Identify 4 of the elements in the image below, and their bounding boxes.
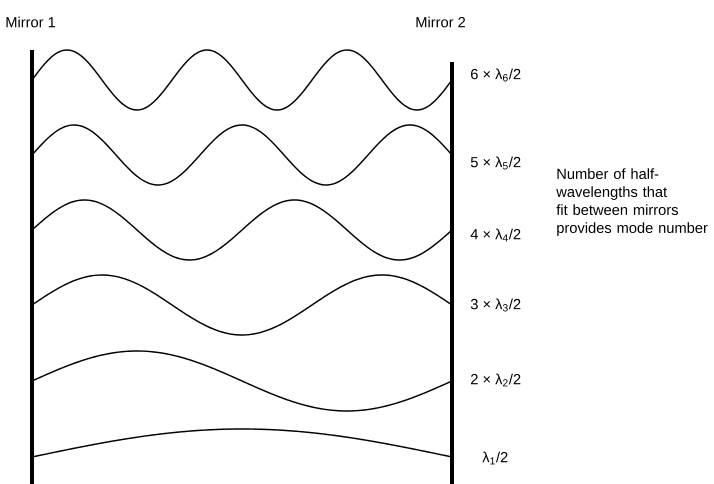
mode-label: λ$_{1}$/2 <box>482 452 508 464</box>
mirror: Mirror 2 <box>416 16 466 484</box>
mirror: Mirror 1 <box>6 16 56 484</box>
note: Number of half-wavelengths that fit between mirrors provides mode number <box>556 168 708 236</box>
